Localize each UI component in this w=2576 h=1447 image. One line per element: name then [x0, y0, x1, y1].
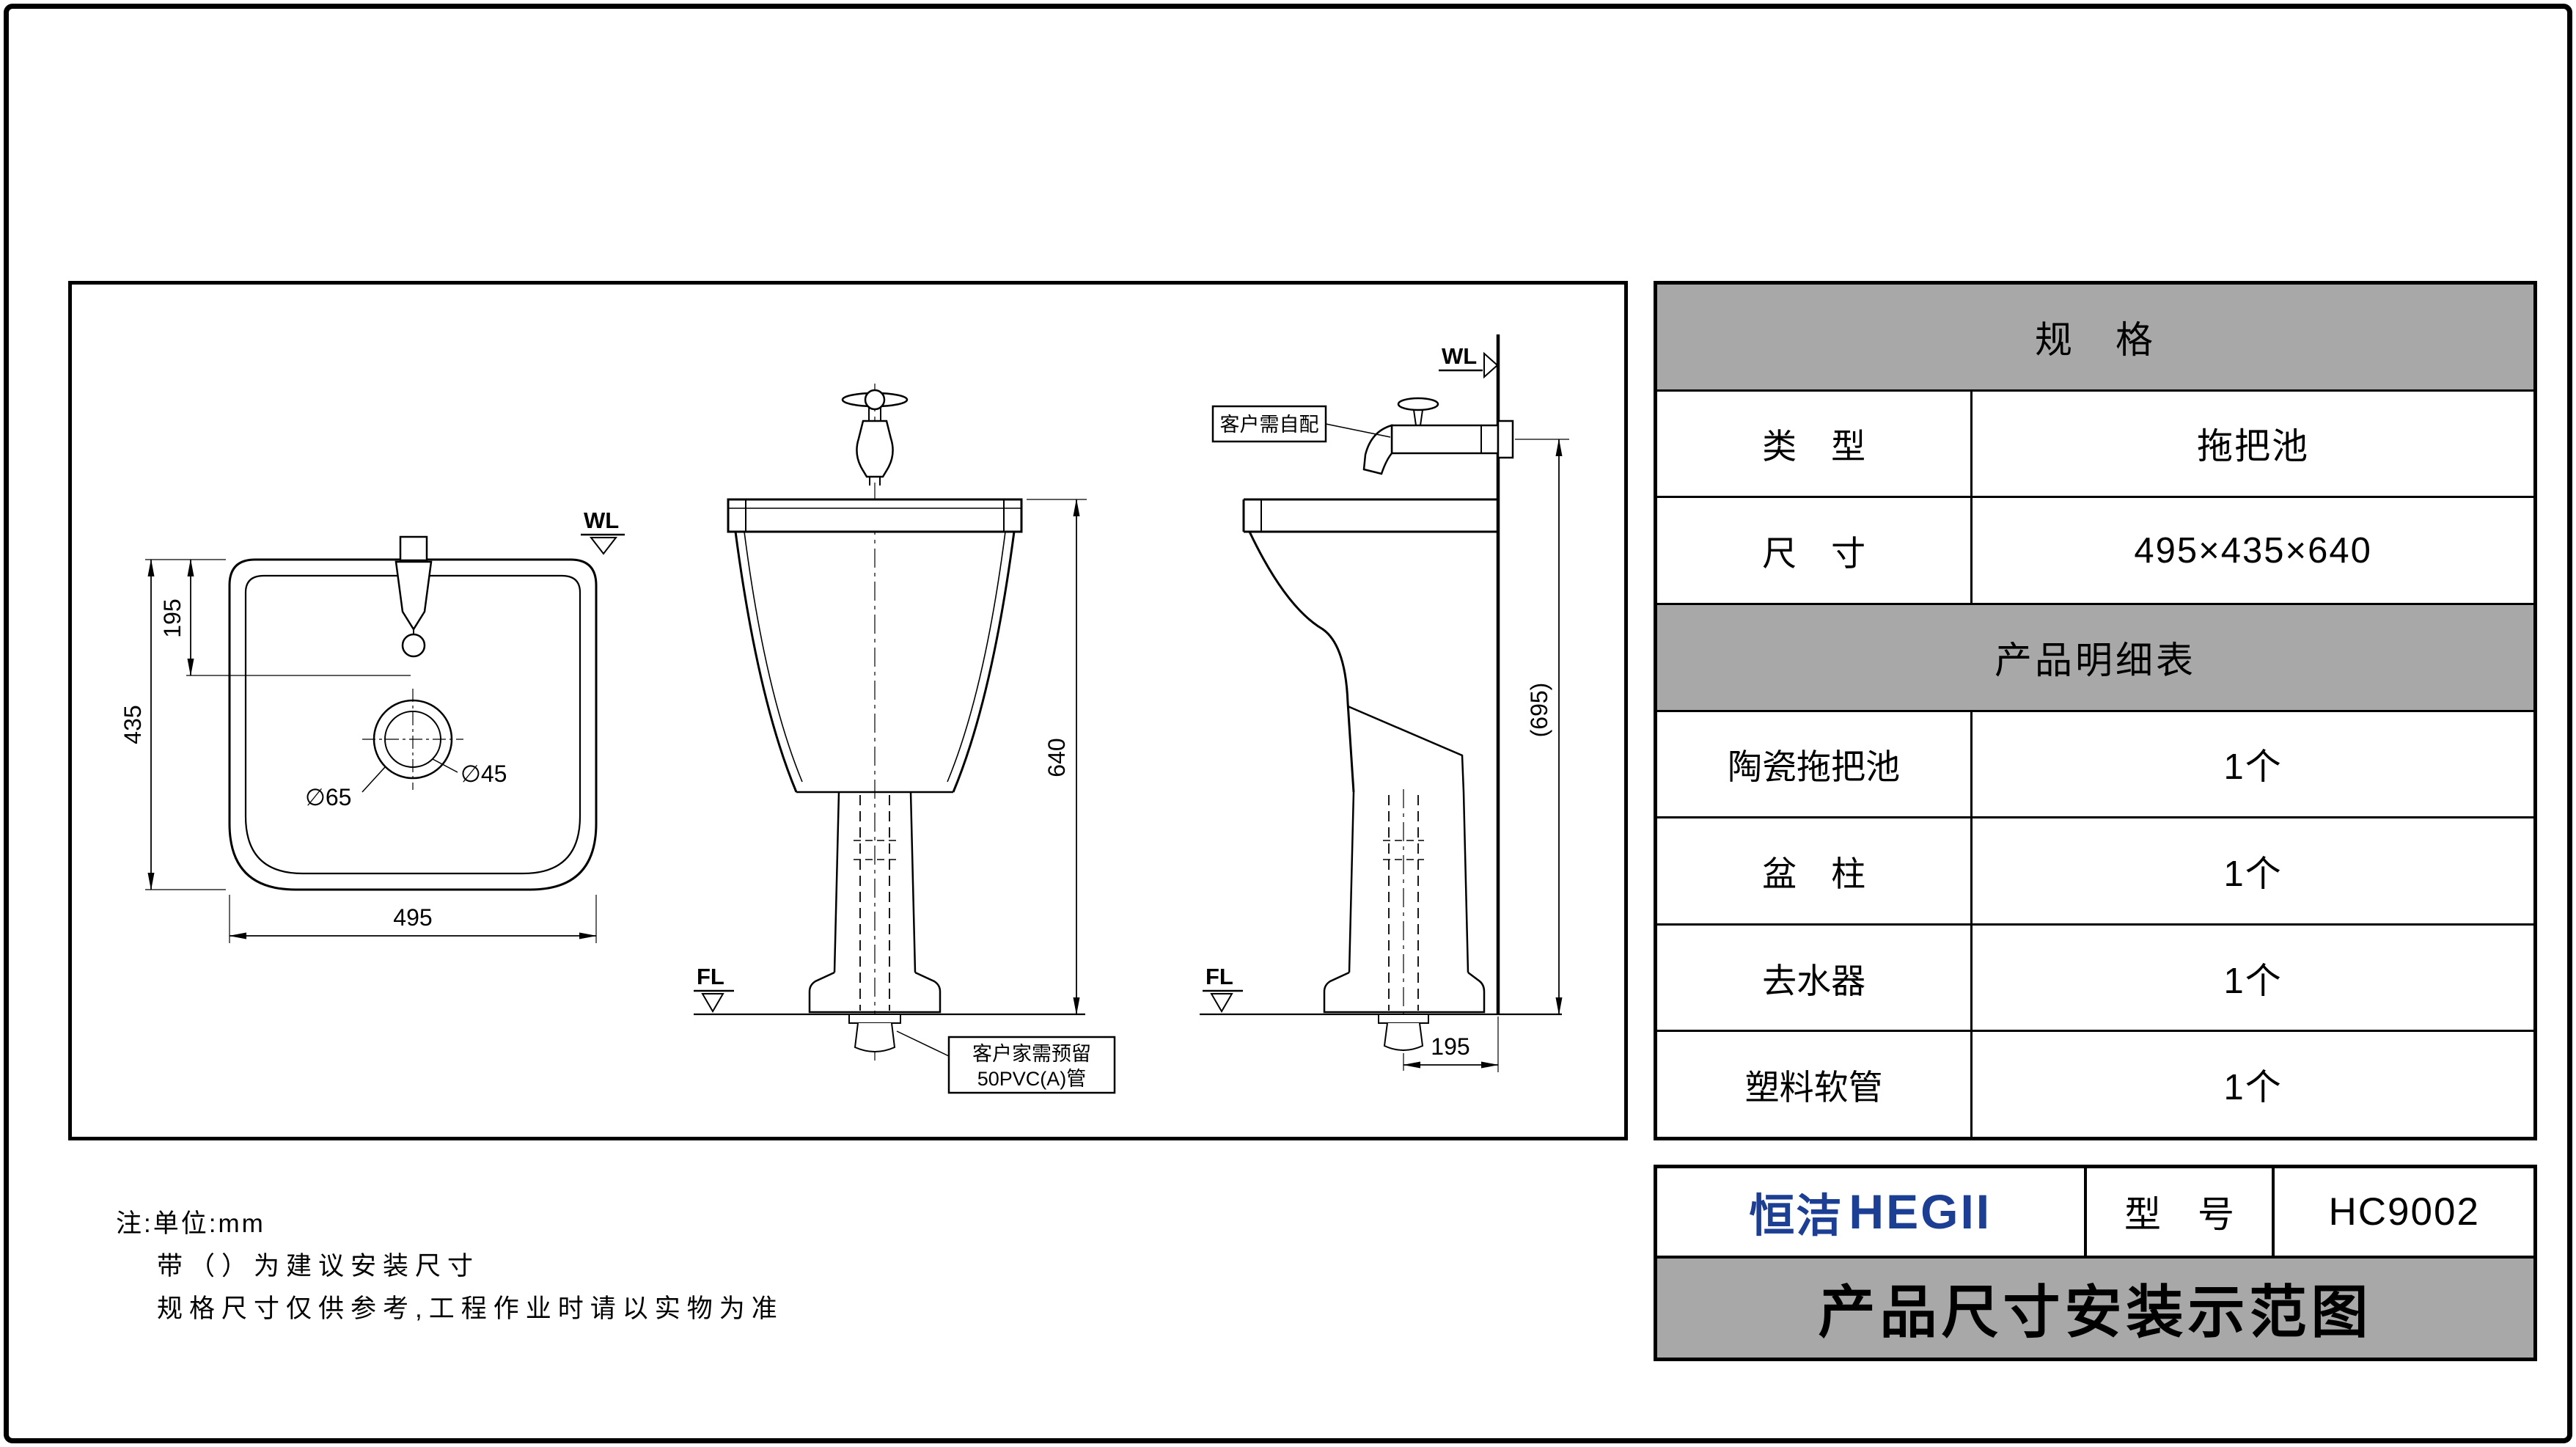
spec-table: 规 格 类 型 拖把池 尺 寸 495×435×640 产品明细表 陶瓷拖把池 …	[1654, 281, 2537, 1140]
side-drain-to-wall-dim-label: 195	[1431, 1033, 1469, 1060]
notes: 注:单位:mm 带（）为建议安装尺寸 规格尺寸仅供参考,工程作业时请以实物为准	[116, 1203, 784, 1330]
mop-sink-drawing: WL ∅65 ∅45	[120, 334, 1569, 1094]
plan-wl-label: WL	[584, 508, 619, 533]
detail-pedestal-label: 盆 柱	[1657, 818, 1973, 923]
note-bracket-dims: 带（）为建议安装尺寸	[157, 1252, 480, 1281]
side-front-profile	[1248, 531, 1355, 793]
plan-view: WL ∅65 ∅45	[120, 508, 625, 943]
detail-pedestal-qty: 1个	[2223, 854, 2283, 894]
side-drain-pipe	[1383, 1022, 1424, 1051]
side-wl-triangle-icon	[1483, 351, 1499, 379]
plan-depth-dim-label: 435	[120, 705, 146, 744]
front-fl-triangle-icon	[701, 993, 724, 1013]
side-install-height-dim-label: (695)	[1526, 683, 1552, 738]
plan-width-dim-label: 495	[393, 904, 432, 931]
detail-drainer-qty: 1个	[2223, 961, 2283, 1001]
detail-hose-qty: 1个	[2223, 1068, 2283, 1108]
brand-logo: 恒洁 HEGII	[1657, 1168, 2087, 1256]
front-pedestal-base	[808, 971, 942, 1014]
side-faucet-handle	[1397, 397, 1439, 411]
front-pipe-note-box	[947, 1036, 1116, 1094]
front-fl-label: FL	[697, 964, 724, 989]
detail-hose-label: 塑料软管	[1657, 1032, 1973, 1137]
plan-faucet-outlet	[401, 633, 426, 658]
detail-basin-label: 陶瓷拖把池	[1657, 711, 1973, 817]
front-rim	[727, 498, 1023, 533]
detail-drainer-label: 去水器	[1657, 925, 1973, 1030]
title-block-top-row: 恒洁 HEGII 型 号 HC9002	[1657, 1168, 2533, 1259]
side-faucet-body	[1390, 424, 1500, 455]
side-view: WL 客户需自配	[1200, 334, 1569, 1072]
plan-faucet-offset-dim-label: 195	[159, 598, 186, 637]
spec-type-row: 类 型 拖把池	[1657, 389, 2533, 497]
front-pipe-note-line1: 客户家需预留	[972, 1043, 1091, 1065]
side-faucet-wall-mount	[1497, 420, 1514, 459]
front-height-dim-label: 640	[1043, 738, 1070, 777]
side-faucet-note-box	[1211, 405, 1327, 443]
model-label: 型 号	[2087, 1168, 2275, 1256]
spec-header-row: 规 格	[1657, 285, 2533, 389]
detail-row-drainer: 去水器 1个	[1657, 923, 2533, 1030]
side-fl-label: FL	[1206, 964, 1233, 989]
side-faucet-note-label: 客户需自配	[1220, 414, 1319, 436]
spec-header: 规 格	[2034, 319, 2156, 362]
spec-size-value: 495×435×640	[2134, 530, 2372, 571]
brand-en-text: HEGII	[1849, 1184, 1992, 1239]
drawing-box: WL ∅65 ∅45	[68, 281, 1628, 1140]
spec-type-value: 拖把池	[2197, 427, 2310, 467]
front-faucet-body	[856, 420, 894, 478]
spec-size-row: 尺 寸 495×435×640	[1657, 496, 2533, 603]
plan-drain-inner-dia-label: ∅45	[460, 761, 507, 787]
side-wl-label: WL	[1442, 343, 1477, 369]
front-view: FL 640 客户家需预留 50PVC(A)管	[694, 384, 1116, 1094]
brand-cn-text: 恒洁	[1749, 1191, 1843, 1242]
detail-row-hose: 塑料软管 1个	[1657, 1030, 2533, 1137]
side-fl-triangle-icon	[1210, 993, 1233, 1013]
front-pipe-note-line2: 50PVC(A)管	[977, 1068, 1087, 1090]
model-value: HC9002	[2328, 1190, 2480, 1234]
detail-row-basin: 陶瓷拖把池 1个	[1657, 709, 2533, 817]
plan-faucet-mount	[399, 535, 428, 562]
detail-header-row: 产品明细表	[1657, 602, 2533, 710]
title-block: 恒洁 HEGII 型 号 HC9002 产品尺寸安装示范图	[1654, 1165, 2537, 1361]
note-disclaimer: 规格尺寸仅供参考,工程作业时请以实物为准	[157, 1294, 784, 1323]
side-faucet-spout	[1362, 424, 1393, 475]
front-drain-pipe	[854, 1022, 896, 1052]
plan-wl-triangle-icon	[589, 537, 618, 555]
detail-basin-qty: 1个	[2223, 747, 2283, 788]
plan-drain-outer-dia-label: ∅65	[305, 784, 351, 810]
drawing-title: 产品尺寸安装示范图	[1657, 1258, 2533, 1358]
detail-header: 产品明细表	[1994, 640, 2196, 682]
plan-faucet-body	[395, 560, 433, 631]
detail-row-pedestal: 盆 柱 1个	[1657, 816, 2533, 923]
note-unit: 注:单位:mm	[116, 1209, 265, 1238]
spec-size-label: 尺 寸	[1657, 498, 1973, 603]
spec-type-label: 类 型	[1657, 391, 1973, 497]
side-pedestal-base	[1323, 971, 1486, 1014]
